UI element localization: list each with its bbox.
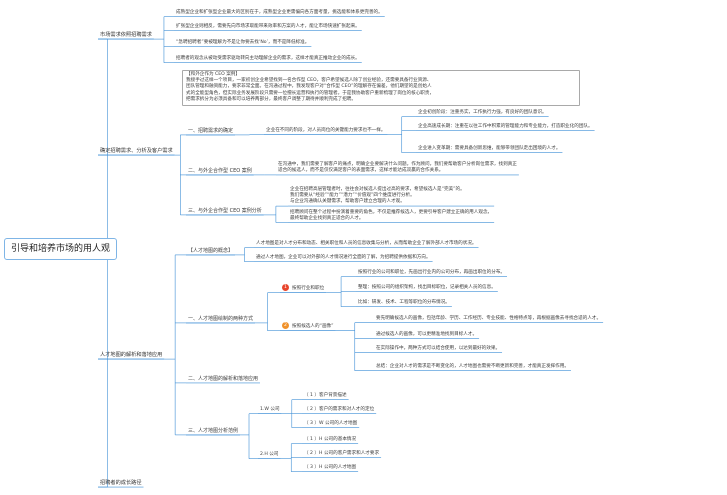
b2-sub3-line-4: 招聘顾问在整个过程中扮演着重要的角色，不仅是推荐候选人，更要引导客户建立正确的用… — [290, 209, 493, 215]
company-h-item-2[interactable]: （ 2 ）H 公司的客户需求和人才要求 — [304, 451, 380, 456]
b2-sub1-item-3[interactable]: 企业进入变革期：需要具备创新思维，能够带领团队走出困境的人才。 — [418, 146, 561, 151]
b2-sub3[interactable]: 三、与外企合作型 CEO 案例分析 — [188, 208, 262, 214]
b2-sub2-line-1: 在沟通中，我们需要了解客户的痛点，明确企业要解决什么问题。作为顾问，我们要帮助客… — [278, 162, 517, 167]
b2-sub2-line-2: 适合的候选人，而不是仅仅满足客户的表面需求，这样才能达成双赢的合作关系。 — [278, 168, 444, 174]
method-2-item-4[interactable]: 总结：企业对人才的需求是不断变化的，人才地图也需要不断更新和完善，才能真正发挥作… — [376, 364, 569, 369]
method-2-item-2[interactable]: 通过候选人的画像，可以更精准地找到目标人才。 — [376, 332, 478, 337]
company-h-item-3[interactable]: （ 3 ）H 公司的人才地图 — [304, 465, 357, 470]
method-1-item-3[interactable]: 比如：研发、技术、工程等职位的分布情况。 — [358, 300, 450, 305]
method-2-item-3[interactable]: 在实际操作中，两种方式可以结合使用，以达到最好的效果。 — [376, 346, 501, 351]
method-1-item-2[interactable]: 整理：按照公司的组织架构，找出目标职位，记录相关人员的信息。 — [358, 285, 496, 290]
b1-item-1[interactable]: 成熟型企业和扩张型企业最大的区别在于，成熟型企业更需偏向各方面考量，挑选能和体系… — [176, 10, 383, 15]
b3-sub1[interactable]: 一、人才地图绘制的两种方式 — [188, 316, 254, 322]
method-2-item-1[interactable]: 要先明确候选人的画像，包括年龄、学历、工作经历、专业技能、性格特点等，再根据画像… — [376, 316, 602, 321]
b1-item-3[interactable]: “急聘招聘者”要被理解为不是让你要去找‘No’，而不是降低标准。 — [176, 40, 310, 45]
method-2-label: 按照候选人的“画像” — [292, 324, 334, 329]
b3-sub3[interactable]: 三、人才地图分析范例 — [188, 428, 239, 434]
branch-recruit-demand[interactable]: 市场需求依照招聘需求 — [100, 32, 152, 38]
b2-sub3-text[interactable]: 企业在招聘高层管理者时，往往会对候选人提出过高的要求，希望候选人是“完美”的。 … — [290, 187, 492, 222]
b2-sub3-line-1: 企业在招聘高层管理者时，往往会对候选人提出过高的要求，希望候选人是“完美”的。 — [290, 187, 465, 192]
b3-definition-line-1[interactable]: 人才地图是对人才分布和动态、相关职位和人员的信息收集与分析，从而帮助企业了解外部… — [256, 241, 477, 246]
company-h[interactable]: 2.H 公司 — [260, 452, 279, 457]
branch-growth-path[interactable]: 招聘者的成长路径 — [100, 480, 142, 486]
b3-definition-line-2[interactable]: 通过人才地图，企业可以对外部的人才情况进行全面的了解，为招聘提供依据和方向。 — [256, 255, 431, 260]
b1-item-2[interactable]: 扩张型企业则相反，需要先向市场求取能带来效率和方案的人才，能让市场快速扩张起来。 — [176, 24, 360, 29]
company-w[interactable]: 1.W 公司 — [260, 407, 280, 412]
b2-sub3-line-2: 我们需要从“经验”“能力”“潜力”“价值观”四个维度进行分析。 — [290, 193, 415, 199]
b3-definition-label[interactable]: 【人才地图的概念】 — [188, 248, 234, 254]
case-box-title: 【和外企作为 CEO 案例】 — [186, 72, 240, 77]
company-w-item-2[interactable]: （ 2 ）客户的需求和对人才的定位 — [304, 407, 375, 412]
b2-sub1-item-2[interactable]: 企业高速成长期：注重在以往工作中积累的管理能力和专业能力，打造职业化的团队。 — [418, 124, 593, 129]
b2-sub3-line-5: 最终帮助企业找到真正适合的人才。 — [290, 215, 364, 221]
b2-sub1[interactable]: 一、招聘需求的确定 — [188, 128, 234, 134]
case-box-content: 【和外企作为 CEO 案例】 我接手过这样一个项目，一家初创企业希望找到一名合作… — [186, 72, 434, 103]
badge-1-icon: 1 — [282, 284, 289, 291]
badge-2-icon: 2 — [282, 322, 289, 329]
case-box-line-4: 把需求拆分为必须具备和可以培养两部分，最终客户调整了期待并顺利完成了招聘。 — [186, 96, 356, 102]
b2-sub2-text[interactable]: 在沟通中，我们需要了解客户的痛点，明确企业要解决什么问题。作为顾问，我们要帮助客… — [278, 162, 517, 174]
company-h-item-1[interactable]: （ 1 ）H 公司的基本情况 — [304, 437, 357, 442]
case-box-line-1: 我接手过这样一个项目，一家初创企业希望找到一名合作型 CEO，客户希望候选人除了… — [186, 78, 432, 84]
b1-item-4[interactable]: 招聘者的观念从被动受需求驱动转向主动理解企业的需求，这样才能真正推动企业的成长。 — [176, 56, 360, 61]
root-node[interactable]: 引导和培养市场的用人观 — [4, 238, 118, 260]
case-box: 【和外企作为 CEO 案例】 我接手过这样一个项目，一家初创企业希望找到一名合作… — [182, 70, 580, 106]
branch-talent-map[interactable]: 人才地图的解析和落地应用 — [100, 352, 163, 358]
branch-analysis[interactable]: 确定招聘需求、分析及客户需求 — [100, 148, 173, 154]
case-box-line-2: 团队管理和融资能力，要求非常全面。在沟通过程中，我发现客户对“合作型 CEO”的… — [186, 84, 432, 90]
b2-sub3-line-3: 与企业沟通确认关键需求，帮助客户建立合理的人才观。 — [290, 199, 405, 205]
company-w-item-1[interactable]: （ 1 ）客户背景描述 — [304, 393, 347, 398]
company-w-item-3[interactable]: （ 3 ）W 公司的人才地图 — [304, 421, 358, 426]
b3-sub2[interactable]: 二、人才地图的解析和落地应用 — [188, 376, 259, 382]
case-box-line-3: 式的全能型角色，但实际业务发展阶段只需要一位擅长运营和执行的管理者。于是我协助客… — [186, 90, 435, 96]
b2-sub1-mid[interactable]: 企业在不同的阶段，对人员岗位的关键能力要求也不一样。 — [266, 128, 386, 133]
b2-sub2[interactable]: 二、与外企合作型 CEO 案例 — [188, 168, 252, 174]
method-1-item-1[interactable]: 按照行业的公司和职位，先画出行业内的公司分布，再画出职位的分布。 — [358, 270, 506, 275]
method-1-label: 按照行业和职位 — [292, 286, 325, 291]
b2-sub1-item-1[interactable]: 企业初创阶段：注重务实，工作执行力强，有良好的团队意识。 — [418, 110, 547, 115]
